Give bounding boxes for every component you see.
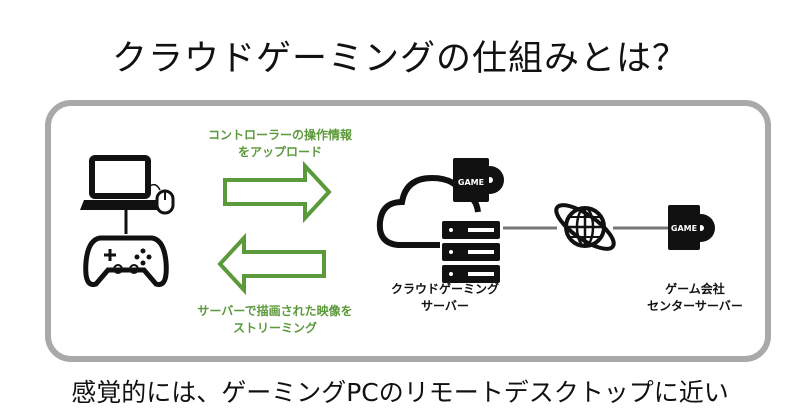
page-title: クラウドゲーミングの仕組みとは？ [111,39,688,79]
gamepad-icon [83,235,169,287]
cloud-server-label-line2: サーバー [421,299,469,313]
stream-arrow [217,232,326,296]
game-label: GAME [671,224,697,233]
mouse-icon [149,183,175,215]
company-server-label: ゲーム会社 センターサーバー [630,281,760,315]
company-server-label-line1: ゲーム会社 [665,282,725,296]
upload-caption-line1: コントローラーの操作情報 [207,128,352,142]
cloud-server-label-line1: クラウドゲーミング [390,282,499,296]
upload-caption: コントローラーの操作情報 をアップロード [180,127,380,161]
footer-caption: 感覚的には、ゲーミングPCのリモートデスクトップに近い [71,378,729,407]
diagram-frame [45,100,771,362]
game-disc-icon: GAME [453,158,504,202]
cloud-server-label: クラウドゲーミング サーバー [380,281,510,315]
upload-arrow [223,160,332,224]
game-label: GAME [458,178,484,187]
upload-caption-line2: をアップロード [237,145,322,159]
stream-caption-line2: ストリーミング [232,321,317,335]
company-server-label-line2: センターサーバー [647,299,743,313]
stream-caption: サーバーで描画された映像を ストリーミング [170,303,380,337]
game-disc-icon: GAME [668,205,715,250]
globe-icon [554,203,616,251]
laptop-icon [80,155,160,210]
server-icon [442,221,500,283]
stream-caption-line1: サーバーで描画された映像を [197,304,353,318]
